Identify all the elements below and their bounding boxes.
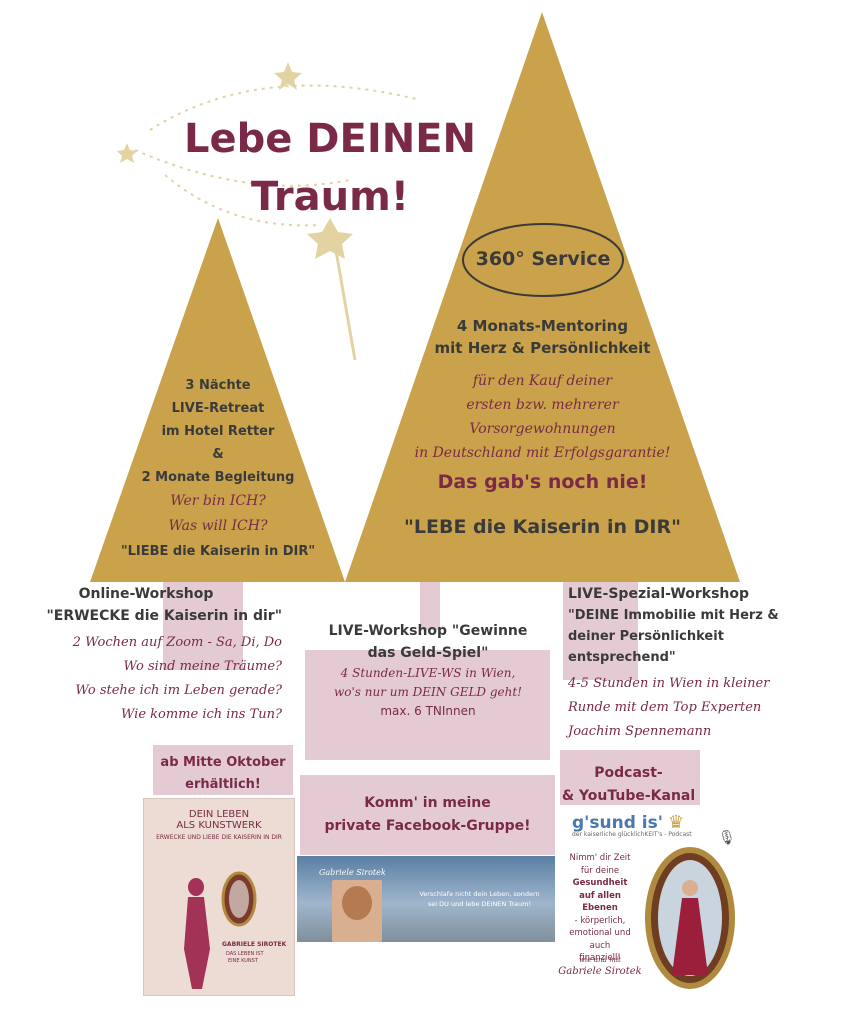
star-icon [274, 62, 302, 90]
title-line-2: Traum! [250, 174, 409, 220]
book-author-sub-2: EINE KUNST [228, 958, 258, 964]
live-workshop-note: max. 6 TNInnen [380, 704, 476, 718]
star-icon [117, 143, 137, 163]
retreat-line: & [212, 447, 224, 462]
online-workshop-line: Wo sind meine Träume? [123, 659, 282, 674]
mentoring-line: in Deutschland mit Erfolgsgarantie! [414, 445, 671, 461]
mentoring-line: ersten bzw. mehrerer [466, 397, 619, 413]
title-line-1: Lebe DEINEN [184, 116, 476, 162]
retreat-line: 3 Nächte [185, 378, 251, 393]
book-figure-icon [184, 871, 257, 989]
book-cover-title-2: ALS KUNSTWERK [176, 820, 262, 831]
spezial-workshop-line: 4-5 Stunden in Wien in kleiner [568, 676, 770, 691]
podcast-line: finanziell! [579, 953, 621, 963]
spezial-workshop-subtitle: deiner Persönlichkeit [568, 629, 724, 644]
facebook-label-line-2: private Facebook-Gruppe! [324, 818, 531, 834]
retreat-question: Wer bin ICH? [170, 493, 266, 509]
castle-base [300, 775, 555, 855]
podcast-text: Nimm' dir Zeit für deine Gesundheit auf … [560, 852, 640, 965]
spezial-workshop-subtitle: "DEINE Immobilie mit Herz & [568, 608, 779, 623]
castle-main [305, 650, 550, 760]
spezial-workshop-line: Joachim Spennemann [568, 724, 712, 739]
crown-icon: ♛ [668, 812, 685, 833]
spezial-workshop: LIVE-Spezial-Workshop "DEINE Immobilie m… [568, 583, 832, 744]
mentoring-line: Vorsorgewohnungen [469, 421, 616, 437]
spezial-workshop-subtitle: entsprechend" [568, 650, 676, 665]
mentoring-motto: "LEBE die Kaiserin in DIR" [404, 516, 681, 538]
castle-tower-right [563, 580, 638, 680]
online-workshop-line: Wie komme ich ins Tun? [121, 707, 282, 722]
service-ellipse [462, 223, 624, 297]
microphone-icon: 🎙 [718, 830, 736, 846]
facebook-label-line-1: Komm' in meine [364, 795, 491, 811]
retreat-line: 2 Monate Begleitung [141, 470, 295, 485]
page-title: Lebe DEINEN Traum! [160, 110, 500, 226]
book-label: ab Mitte Oktober erhältlich! [148, 752, 298, 796]
mentoring-heading-2: mit Herz & Persönlichkeit [434, 339, 651, 357]
book-cover[interactable]: DEIN LEBEN ALS KUNSTWERK ERWECKE UND LIE… [143, 798, 295, 996]
small-triangle [90, 218, 345, 582]
podcast-logo-sub: der kaiserliche glücklichKEIT's - Podcas… [572, 831, 692, 838]
castle-side-right [560, 750, 700, 805]
castle-connector [420, 580, 440, 630]
mentoring-highlight: Das gab's noch nie! [437, 471, 648, 493]
podcast-line: auch [589, 940, 611, 951]
podcast-signature-pre: wie und mit [578, 956, 621, 964]
retreat-line: im Hotel Retter [161, 424, 275, 439]
book-cover-title-1: DEIN LEBEN [188, 809, 250, 820]
podcast-label-line-2: & YouTube-Kanal [561, 788, 696, 804]
castle-tower-left [163, 580, 243, 670]
live-workshop-title-1: LIVE-Workshop "Gewinne [328, 623, 528, 639]
retreat-motto: "LIEBE die Kaiserin in DIR" [120, 544, 316, 559]
book-author: GABRIELE SIROTEK [222, 941, 287, 948]
book-label-line-1: ab Mitte Oktober [160, 755, 286, 770]
online-workshop-line: Wo stehe ich im Leben gerade? [75, 683, 282, 698]
facebook-label: Komm' in meine private Facebook-Gruppe! [300, 792, 555, 838]
retreat-line: LIVE-Retreat [171, 401, 265, 416]
banner-portrait [332, 880, 382, 942]
spezial-workshop-line: Runde mit dem Top Experten [568, 700, 762, 715]
live-workshop-line: wo's nur um DEIN GELD geht! [333, 685, 523, 699]
book-cover-subtitle: ERWECKE UND LIEBE DIE KAISERIN IN DIR [156, 834, 282, 841]
castle-side-left [153, 745, 293, 795]
podcast-line: für deine [580, 865, 620, 876]
podcast-line: Gesundheit [572, 878, 628, 888]
facebook-banner[interactable]: Gabriele Sirotek Verschlafe nicht dein L… [297, 856, 555, 942]
retreat-question: Was will ICH? [168, 518, 268, 534]
mentoring-heading-1: 4 Monats-Mentoring [456, 317, 629, 335]
banner-name: Gabriele Sirotek [319, 868, 386, 877]
star-icon [307, 218, 353, 259]
podcast-line: auf allen Ebenen [579, 890, 621, 914]
podcast-line: Nimm' dir Zeit [569, 853, 631, 863]
online-workshop-line: 2 Wochen auf Zoom - Sa, Di, Do [72, 635, 282, 650]
podcast-label: Podcast- & YouTube-Kanal [556, 762, 701, 808]
small-triangle-content: 3 Nächte LIVE-Retreat im Hotel Retter & … [100, 374, 336, 565]
live-workshop-title-2: das Geld-Spiel" [367, 645, 489, 661]
book-author-sub-1: DAS LEBEN IST [226, 951, 264, 957]
online-workshop: Online-Workshop "ERWECKE die Kaiserin in… [0, 583, 282, 727]
podcast-logo-text: g'sund is' [572, 813, 663, 833]
podcast-signature: Gabriele Sirotek [558, 966, 642, 977]
live-workshop-line: 4 Stunden-LIVE-WS in Wien, [340, 666, 516, 680]
podcast-label-line-1: Podcast- [594, 765, 663, 781]
online-workshop-title: Online-Workshop [78, 586, 214, 602]
mentoring-line: für den Kauf deiner [472, 373, 613, 389]
service-badge: 360° Service [475, 248, 611, 270]
podcast-line: - körperlich, [574, 915, 626, 926]
big-triangle [345, 12, 740, 582]
podcast-logo: g'sund is' ♛ der kaiserliche glücklichKE… [572, 812, 692, 838]
spezial-workshop-title: LIVE-Spezial-Workshop [568, 586, 750, 602]
banner-text-1: Verschlafe nicht dein Leben, sondern [419, 890, 540, 898]
banner-text-2: sei DU und lebe DEINEN Traum! [427, 900, 532, 908]
book-label-line-2: erhältlich! [185, 777, 261, 792]
podcast-line: emotional und [569, 928, 631, 938]
online-workshop-subtitle: "ERWECKE die Kaiserin in dir" [46, 608, 282, 624]
big-triangle-content: 4 Monats-Mentoring mit Herz & Persönlich… [360, 315, 725, 543]
live-workshop: LIVE-Workshop "Gewinne das Geld-Spiel" 4… [300, 620, 556, 721]
